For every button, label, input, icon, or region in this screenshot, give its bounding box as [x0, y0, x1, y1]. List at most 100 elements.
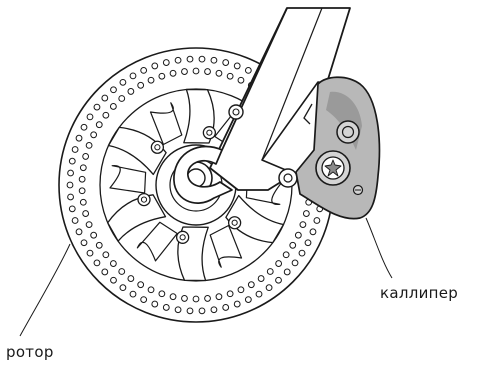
rotor-bolt: [151, 141, 163, 153]
rotor-hole: [258, 276, 264, 282]
rotor-hole: [305, 240, 311, 246]
rotor-hole: [96, 242, 102, 248]
rotor-hole: [83, 154, 89, 160]
rotor-hole: [111, 87, 117, 93]
rotor-hole: [234, 301, 240, 307]
rotor-hole: [96, 122, 102, 128]
rotor-bolt: [203, 127, 215, 139]
rotor-hole: [128, 89, 134, 95]
rotor-hole: [69, 158, 75, 164]
rotor-hole: [266, 285, 272, 291]
rotor-hole: [110, 104, 116, 110]
rotor-hole: [148, 287, 154, 293]
rotor-label: ротор: [6, 343, 54, 361]
rotor-hole: [159, 291, 165, 297]
rotor-hole: [141, 297, 147, 303]
rotor-hole: [170, 70, 176, 76]
rotor-hole: [79, 176, 85, 182]
rotor-hole: [182, 296, 188, 302]
rotor-hole: [94, 260, 100, 266]
rotor-hole: [76, 229, 82, 235]
rotor-hole: [103, 252, 109, 258]
rotor-hole: [102, 95, 108, 101]
caliper-label: каллипер: [380, 284, 458, 302]
rotor-bolt: [177, 231, 189, 243]
rotor-hole: [227, 73, 233, 79]
rotor-hole: [267, 269, 273, 275]
rotor-hole: [138, 282, 144, 288]
rotor-hole: [152, 301, 158, 307]
rotor-bolt: [229, 217, 241, 229]
rotor-hole: [211, 307, 217, 313]
rotor-hole: [163, 60, 169, 66]
rotor-hole: [87, 250, 93, 256]
rotor-hole: [199, 56, 205, 62]
rotor-hole: [86, 222, 92, 228]
rotor-hole: [216, 70, 222, 76]
rotor-hole: [299, 250, 305, 256]
rotor-hole: [148, 77, 154, 83]
rotor-hole: [120, 79, 126, 85]
rotor-hole: [223, 60, 229, 66]
rotor-hole: [234, 63, 240, 69]
rotor-hole: [199, 308, 205, 314]
rotor-hole: [175, 57, 181, 63]
rotor-leader-line: [20, 244, 70, 336]
rotor-hole: [245, 297, 251, 303]
rotor-hole: [216, 294, 222, 300]
rotor-hole: [87, 114, 93, 120]
rotor-hole: [163, 305, 169, 311]
mount-bolt-lower: [279, 169, 297, 187]
rotor-hole: [68, 194, 74, 200]
rotor-hole: [276, 277, 282, 283]
caliper-leader-line: [366, 218, 392, 278]
rotor-hole: [80, 199, 86, 205]
rotor-hole: [130, 291, 136, 297]
rotor-hole: [76, 135, 82, 141]
rotor-hole: [83, 211, 89, 217]
rotor-hole: [103, 112, 109, 118]
rotor-hole: [69, 206, 75, 212]
rotor-hole: [211, 57, 217, 63]
rotor-hole: [72, 147, 78, 153]
rotor-hole: [292, 260, 298, 266]
rotor-hole: [187, 56, 193, 62]
rotor-bolt: [138, 194, 150, 206]
rotor-hole: [276, 261, 282, 267]
rotor-hole: [86, 143, 92, 149]
rotor-hole: [81, 240, 87, 246]
rotor-hole: [119, 269, 125, 275]
rotor-hole: [130, 73, 136, 79]
rotor-hole: [245, 67, 251, 73]
rotor-hole: [303, 211, 309, 217]
rotor-hole: [248, 282, 254, 288]
rotor-hole: [205, 296, 211, 302]
rotor-hole: [120, 285, 126, 291]
rotor-hole: [223, 305, 229, 311]
rotor-hole: [91, 232, 97, 238]
rotor-hole: [119, 96, 125, 102]
rotor-hole: [170, 294, 176, 300]
rotor-hole: [79, 188, 85, 194]
rotor-hole: [295, 232, 301, 238]
rotor-hole: [67, 182, 73, 188]
rotor-hole: [68, 170, 74, 176]
rotor-hole: [128, 276, 134, 282]
rotor-hole: [72, 218, 78, 224]
rotor-hole: [152, 63, 158, 69]
rotor-hole: [290, 242, 296, 248]
rotor-hole: [102, 269, 108, 275]
rotor-hole: [256, 291, 262, 297]
mount-bolt-upper: [229, 105, 243, 119]
rotor-hole: [238, 77, 244, 83]
rotor-hole: [111, 277, 117, 283]
rotor-hole: [110, 261, 116, 267]
rotor-hole: [159, 73, 165, 79]
rotor-hole: [310, 229, 316, 235]
rotor-hole: [238, 287, 244, 293]
rotor-hole: [80, 165, 86, 171]
rotor-hole: [193, 68, 199, 74]
rotor-hole: [182, 69, 188, 75]
rotor-hole: [138, 82, 144, 88]
caliper-upper-bolt: [337, 121, 359, 143]
